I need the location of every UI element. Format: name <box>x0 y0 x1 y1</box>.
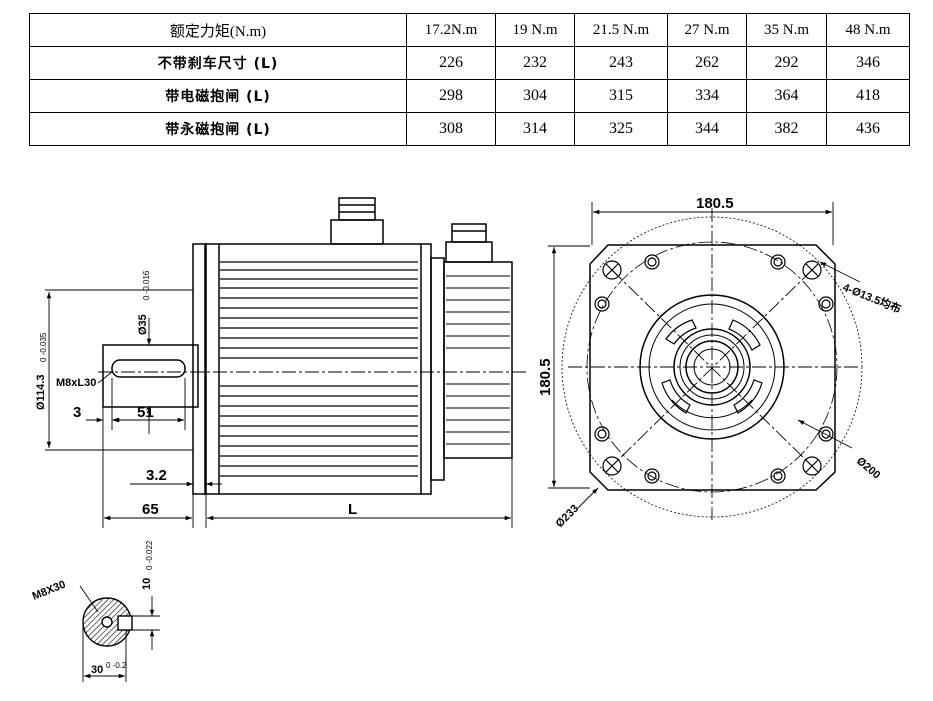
table-row: 带永磁抱闸 (L) 308 314 325 344 382 436 <box>29 112 910 146</box>
section-label-thread: M8X30 <box>31 579 68 603</box>
section-label-key-width: 10 <box>141 578 153 590</box>
dim-label-height: 180.5 <box>537 358 554 396</box>
power-connector <box>330 197 384 245</box>
dim-label-3-2: 3.2 <box>146 467 167 484</box>
section-label-depth-tol: 0 -0.2 <box>106 661 127 670</box>
dim-label-spigot-tol: 0 -0.035 <box>39 332 48 362</box>
dim-label-width: 180.5 <box>696 195 734 212</box>
table-cell: 364 <box>746 79 827 113</box>
dim-label-shaft-tol: 0 -0.016 <box>142 270 151 300</box>
table-cell: 346 <box>826 46 910 80</box>
header-value: 17.2N.m <box>406 13 496 47</box>
table-cell: 243 <box>574 46 668 80</box>
front-dimensions <box>548 202 861 509</box>
table-cell: 436 <box>826 112 910 146</box>
header-label: 额定力矩(N.m) <box>29 13 407 47</box>
encoder-connector <box>445 223 493 263</box>
row-label: 不带刹车尺寸 (L) <box>29 46 407 80</box>
spec-table: 额定力矩(N.m) 17.2N.m 19 N.m 21.5 N.m 27 N.m… <box>29 13 910 146</box>
dim-label-51: 51 <box>137 404 154 421</box>
cooling-fins <box>220 261 418 477</box>
dim-label-65: 65 <box>142 501 159 518</box>
table-cell: 304 <box>495 79 575 113</box>
table-cell: 418 <box>826 79 910 113</box>
table-header-row: 额定力矩(N.m) 17.2N.m 19 N.m 21.5 N.m 27 N.m… <box>29 13 910 47</box>
dim-label-spigot-dia: Ø114.3 <box>35 375 47 410</box>
side-dimensions <box>45 289 513 528</box>
dim-label-3: 3 <box>73 404 81 421</box>
table-cell: 298 <box>406 79 496 113</box>
header-value: 48 N.m <box>826 13 910 47</box>
header-value: 21.5 N.m <box>574 13 668 47</box>
row-label: 带电磁抱闸 (L) <box>29 79 407 113</box>
table-cell: 226 <box>406 46 496 80</box>
table-cell: 232 <box>495 46 575 80</box>
table-row: 不带刹车尺寸 (L) 226 232 243 262 292 346 <box>29 46 910 80</box>
section-dimensions <box>79 585 160 682</box>
dim-label-shaft-dia: Ø35 <box>137 314 149 335</box>
square-flange <box>589 244 836 491</box>
row-label: 带永磁抱闸 (L) <box>29 112 407 146</box>
table-cell: 262 <box>667 46 747 80</box>
side-view <box>102 197 513 495</box>
threaded-holes <box>594 254 834 484</box>
dim-label-233: Ø233 <box>554 503 582 531</box>
dim-label-L: L <box>348 501 357 518</box>
rear-housing <box>430 257 445 481</box>
table-cell: 382 <box>746 112 827 146</box>
flange <box>192 243 207 495</box>
dim-label-holes: 4-Ø13.5均布 <box>841 280 903 316</box>
section-label-depth: 30 <box>91 664 103 676</box>
outline-233 <box>561 216 863 518</box>
table-cell: 325 <box>574 112 668 146</box>
table-cell: 344 <box>667 112 747 146</box>
encoder-housing <box>443 261 513 459</box>
table-row: 带电磁抱闸 (L) 298 304 315 334 364 418 <box>29 79 910 113</box>
keyway <box>111 359 186 378</box>
shaft-section <box>82 597 133 647</box>
dim-label-thread: M8xL30 <box>56 377 96 389</box>
dim-label-pcd: Ø200 <box>854 455 882 481</box>
section-label-key-tol: 0 -0.022 <box>145 540 154 570</box>
